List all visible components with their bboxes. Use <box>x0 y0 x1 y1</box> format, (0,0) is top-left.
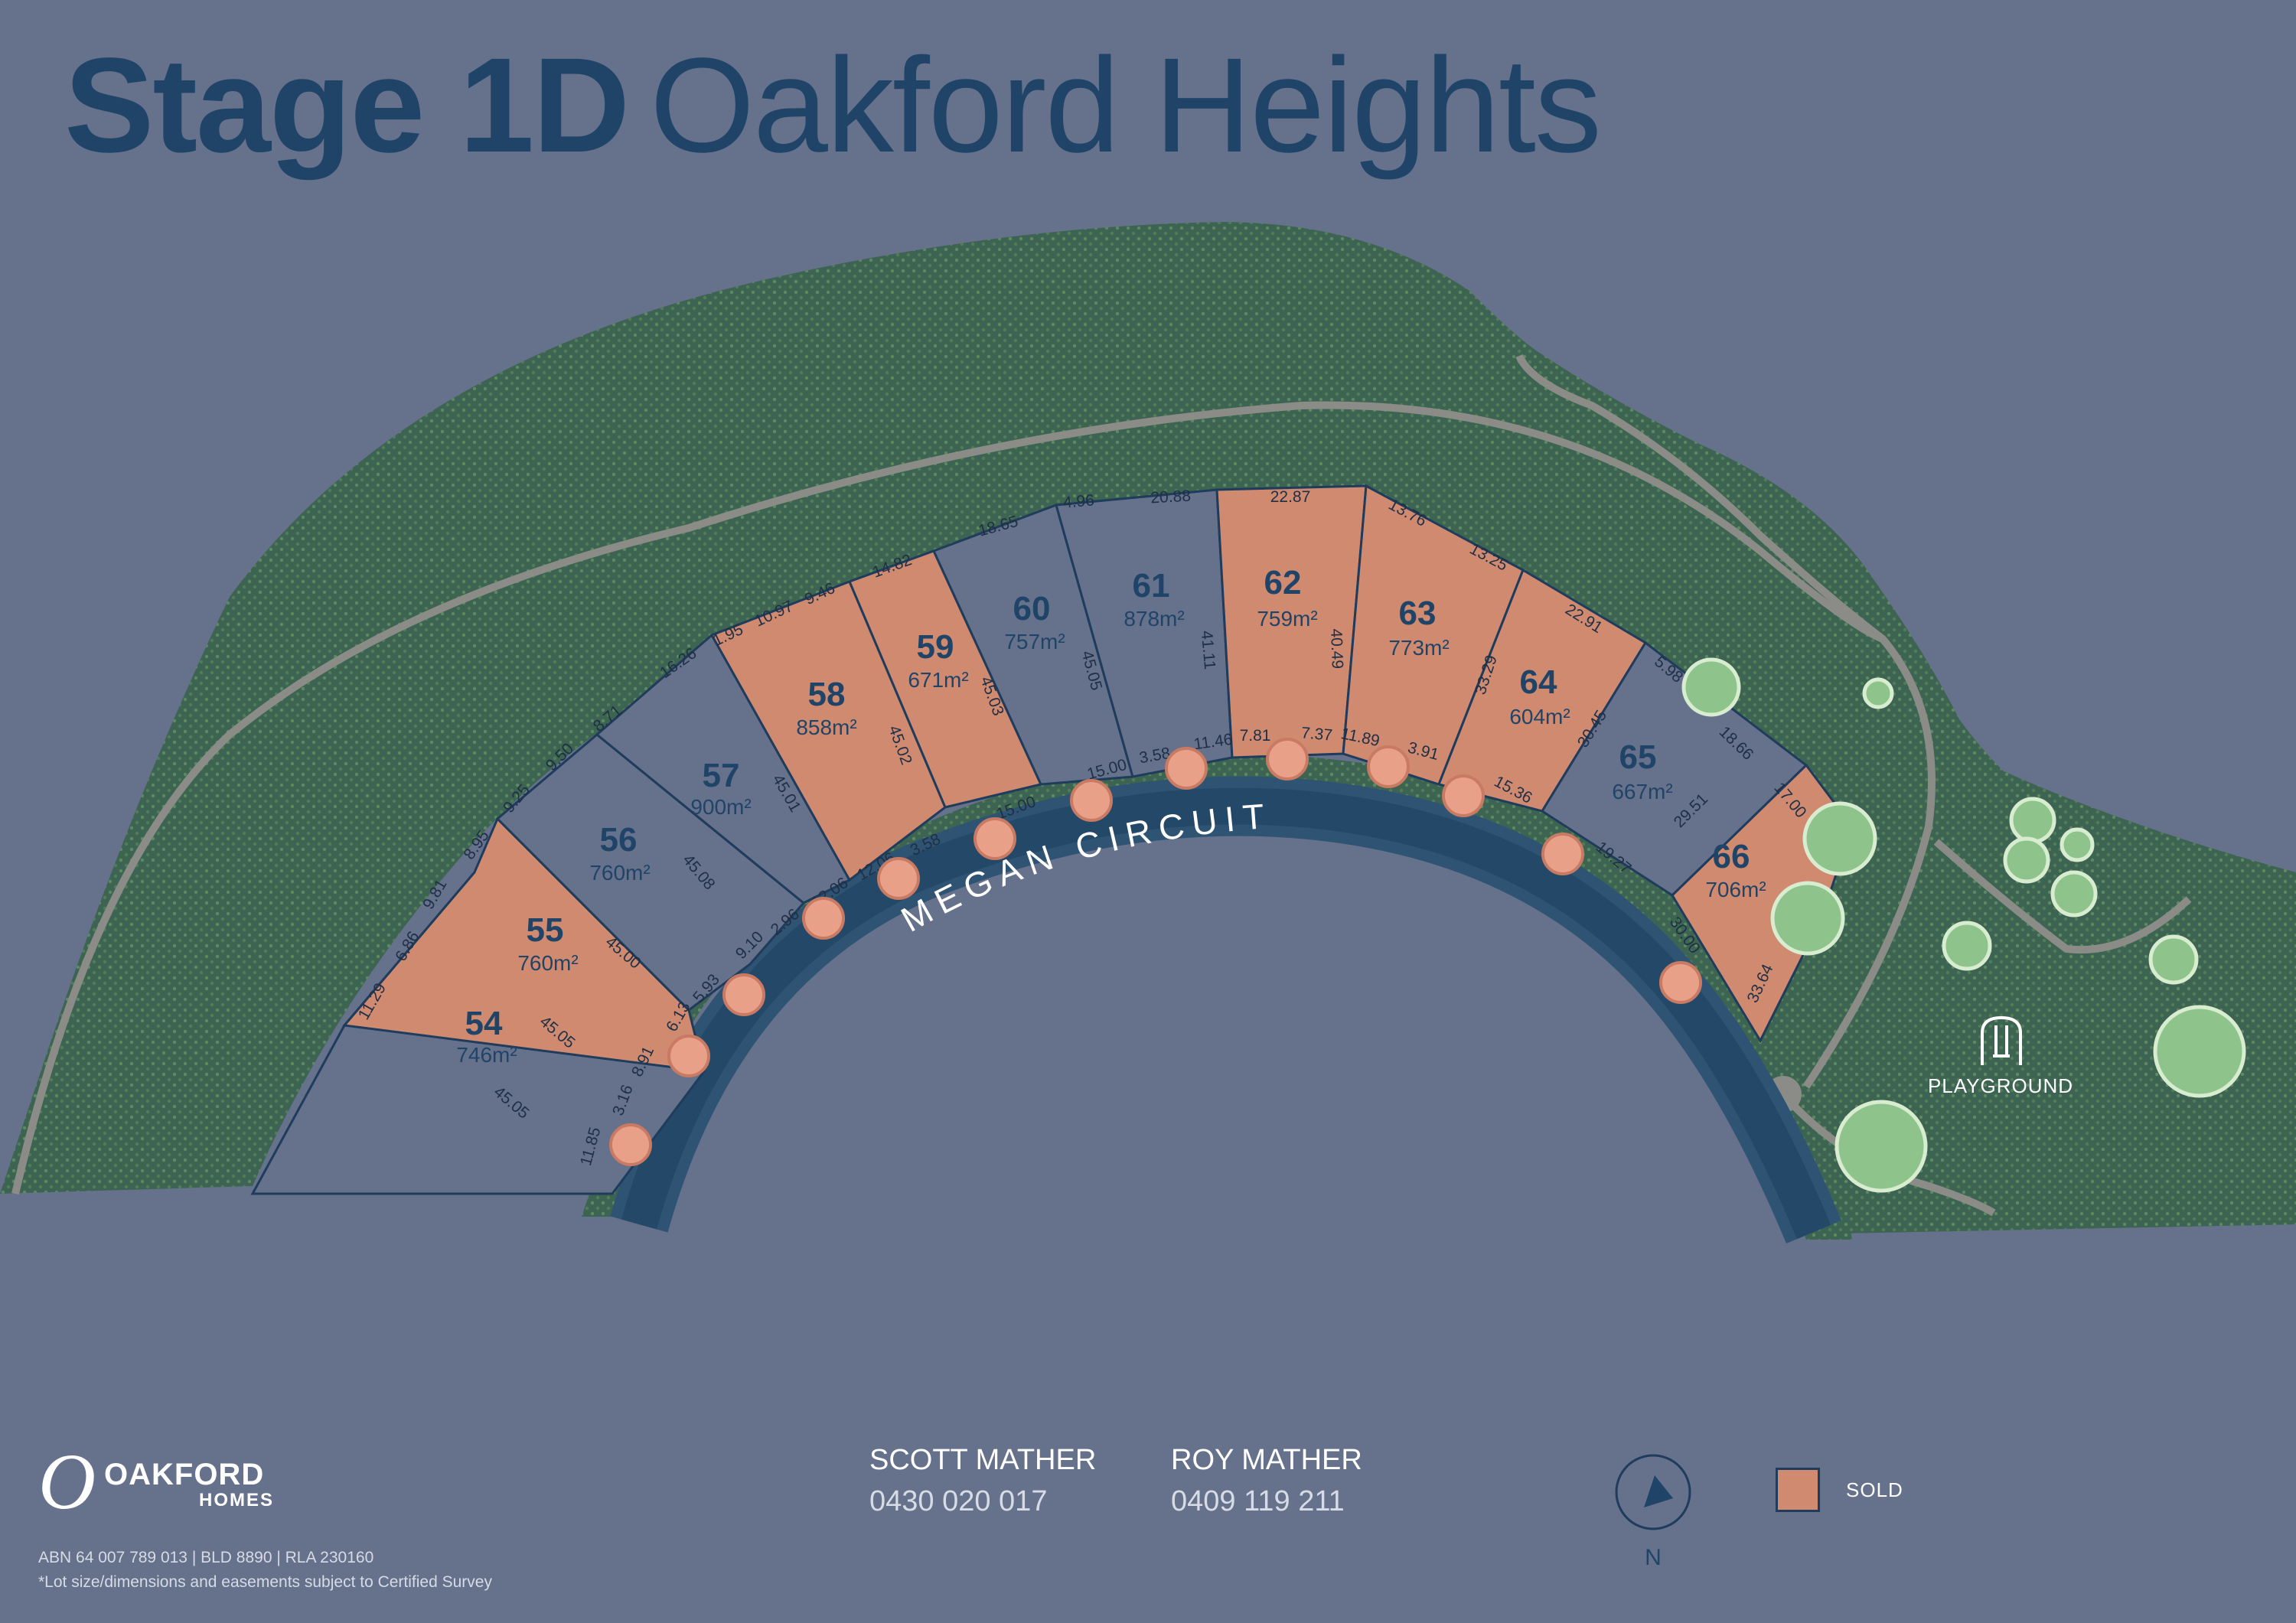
tree-icon <box>1659 961 1702 1004</box>
tree-icon <box>2060 827 2095 862</box>
lot-66-area: 706m² <box>1705 878 1766 901</box>
lot-63-area: 773m² <box>1388 636 1449 660</box>
lot-57-number: 57 <box>703 757 740 794</box>
legend-sold-swatch <box>1776 1468 1820 1512</box>
tree-icon <box>667 1035 710 1077</box>
compass-label: N <box>1645 1545 1662 1570</box>
lot-62-area: 759m² <box>1257 607 1317 631</box>
tree-icon <box>1681 657 1741 717</box>
tree-icon <box>2009 797 2056 844</box>
lot-61-area: 878m² <box>1124 607 1184 631</box>
lot-61-number: 61 <box>1133 567 1170 605</box>
lot-55-number: 55 <box>527 911 564 949</box>
park-trees <box>1681 657 2246 1193</box>
lot-59-number: 59 <box>917 628 954 666</box>
playground-label: PLAYGROUND <box>1928 1074 2073 1097</box>
contact-name: ROY MATHER <box>1171 1444 1362 1476</box>
tree-icon <box>1367 745 1410 788</box>
dimension: 4.96 <box>1062 491 1095 511</box>
dimension: 7.37 <box>1300 724 1333 744</box>
lot-64-number: 64 <box>1520 663 1557 701</box>
dimension: 22.87 <box>1270 488 1311 506</box>
lot-60-area: 757m² <box>1004 630 1065 653</box>
tree-icon <box>1165 747 1208 790</box>
lot-60-number: 60 <box>1013 590 1051 627</box>
logo-brand: OAKFORD <box>104 1458 265 1491</box>
dimension: 41.11 <box>1198 630 1218 670</box>
megan-circuit-road-edge <box>621 787 1831 1240</box>
tree-icon <box>2050 870 2098 917</box>
lot-57-area: 900m² <box>690 795 751 819</box>
tree-icon <box>1070 779 1113 822</box>
north-compass: N <box>1615 1454 1691 1570</box>
footpath-east <box>1515 354 1936 1089</box>
street-trees <box>609 738 1702 1166</box>
lot-65-area: 667m² <box>1612 780 1672 803</box>
tree-icon <box>1442 774 1485 817</box>
lot-65-number: 65 <box>1619 738 1657 776</box>
lot-62-number: 62 <box>1264 564 1302 601</box>
lot-56[interactable] <box>495 733 806 1012</box>
legal-registration: ABN 64 007 789 013 | BLD 8890 | RLA 2301… <box>38 1549 374 1566</box>
footpath-park <box>1933 839 2192 954</box>
tree-icon <box>1770 881 1845 956</box>
tree-icon <box>1802 801 1877 876</box>
lot-66-number: 66 <box>1713 838 1750 875</box>
title-stage: Stage 1D <box>64 31 630 181</box>
lot-54-area: 746m² <box>456 1043 517 1067</box>
tree-icon <box>1835 1100 1928 1193</box>
tree-icon <box>1266 738 1309 781</box>
lot-63-number: 63 <box>1399 595 1437 632</box>
tree-icon <box>2148 934 2199 985</box>
contact-roy: ROY MATHER 0409 119 211 <box>1171 1443 1362 1520</box>
swing-icon <box>1981 1015 2022 1065</box>
logo-mark: O <box>38 1438 96 1526</box>
lot-56-area: 760m² <box>589 861 650 885</box>
playground[interactable]: PLAYGROUND <box>1928 1015 2073 1097</box>
tree-icon <box>1862 677 1894 709</box>
tree-icon <box>722 973 765 1016</box>
footpath-north <box>11 401 1884 1195</box>
contact-scott: SCOTT MATHER 0430 020 017 <box>869 1443 1096 1520</box>
tree-icon <box>1541 833 1584 875</box>
tree-icon <box>974 817 1016 860</box>
lot-58-number: 58 <box>808 676 846 713</box>
lot-64-area: 604m² <box>1509 705 1570 728</box>
legend-sold-label: SOLD <box>1846 1478 1903 1501</box>
compass-arrow-icon <box>1644 1475 1673 1507</box>
lot-labels: 54 746m² 55 760m² 56 760m² 57 900m² 58 8… <box>456 564 1766 1067</box>
tree-icon <box>1942 921 1992 971</box>
lots-layer <box>250 484 1854 1195</box>
dimension: 40.49 <box>1327 628 1346 669</box>
logo-sub: HOMES <box>199 1490 275 1511</box>
lot-54-number: 54 <box>465 1005 503 1042</box>
legal-disclaimer: *Lot size/dimensions and easements subje… <box>38 1573 492 1591</box>
lot-55-area: 760m² <box>517 951 578 975</box>
tree-icon <box>877 857 920 900</box>
lot-59-area: 671m² <box>908 668 968 692</box>
contact-name: SCOTT MATHER <box>869 1444 1097 1476</box>
tree-icon <box>609 1123 652 1166</box>
tree-icon <box>2003 836 2050 884</box>
contact-phone[interactable]: 0430 020 017 <box>869 1485 1048 1517</box>
dimension: 7.81 <box>1240 727 1271 745</box>
compass-icon <box>1615 1454 1691 1530</box>
dimension: 20.88 <box>1150 487 1192 507</box>
tree-icon <box>2153 1005 2246 1098</box>
green-belt <box>0 222 2296 1234</box>
lot-56-number: 56 <box>600 821 638 859</box>
lot-58-area: 858m² <box>796 715 856 739</box>
title-estate: Oakford Heights <box>650 31 1602 181</box>
contact-phone[interactable]: 0409 119 211 <box>1171 1485 1345 1517</box>
tree-icon <box>802 897 845 940</box>
